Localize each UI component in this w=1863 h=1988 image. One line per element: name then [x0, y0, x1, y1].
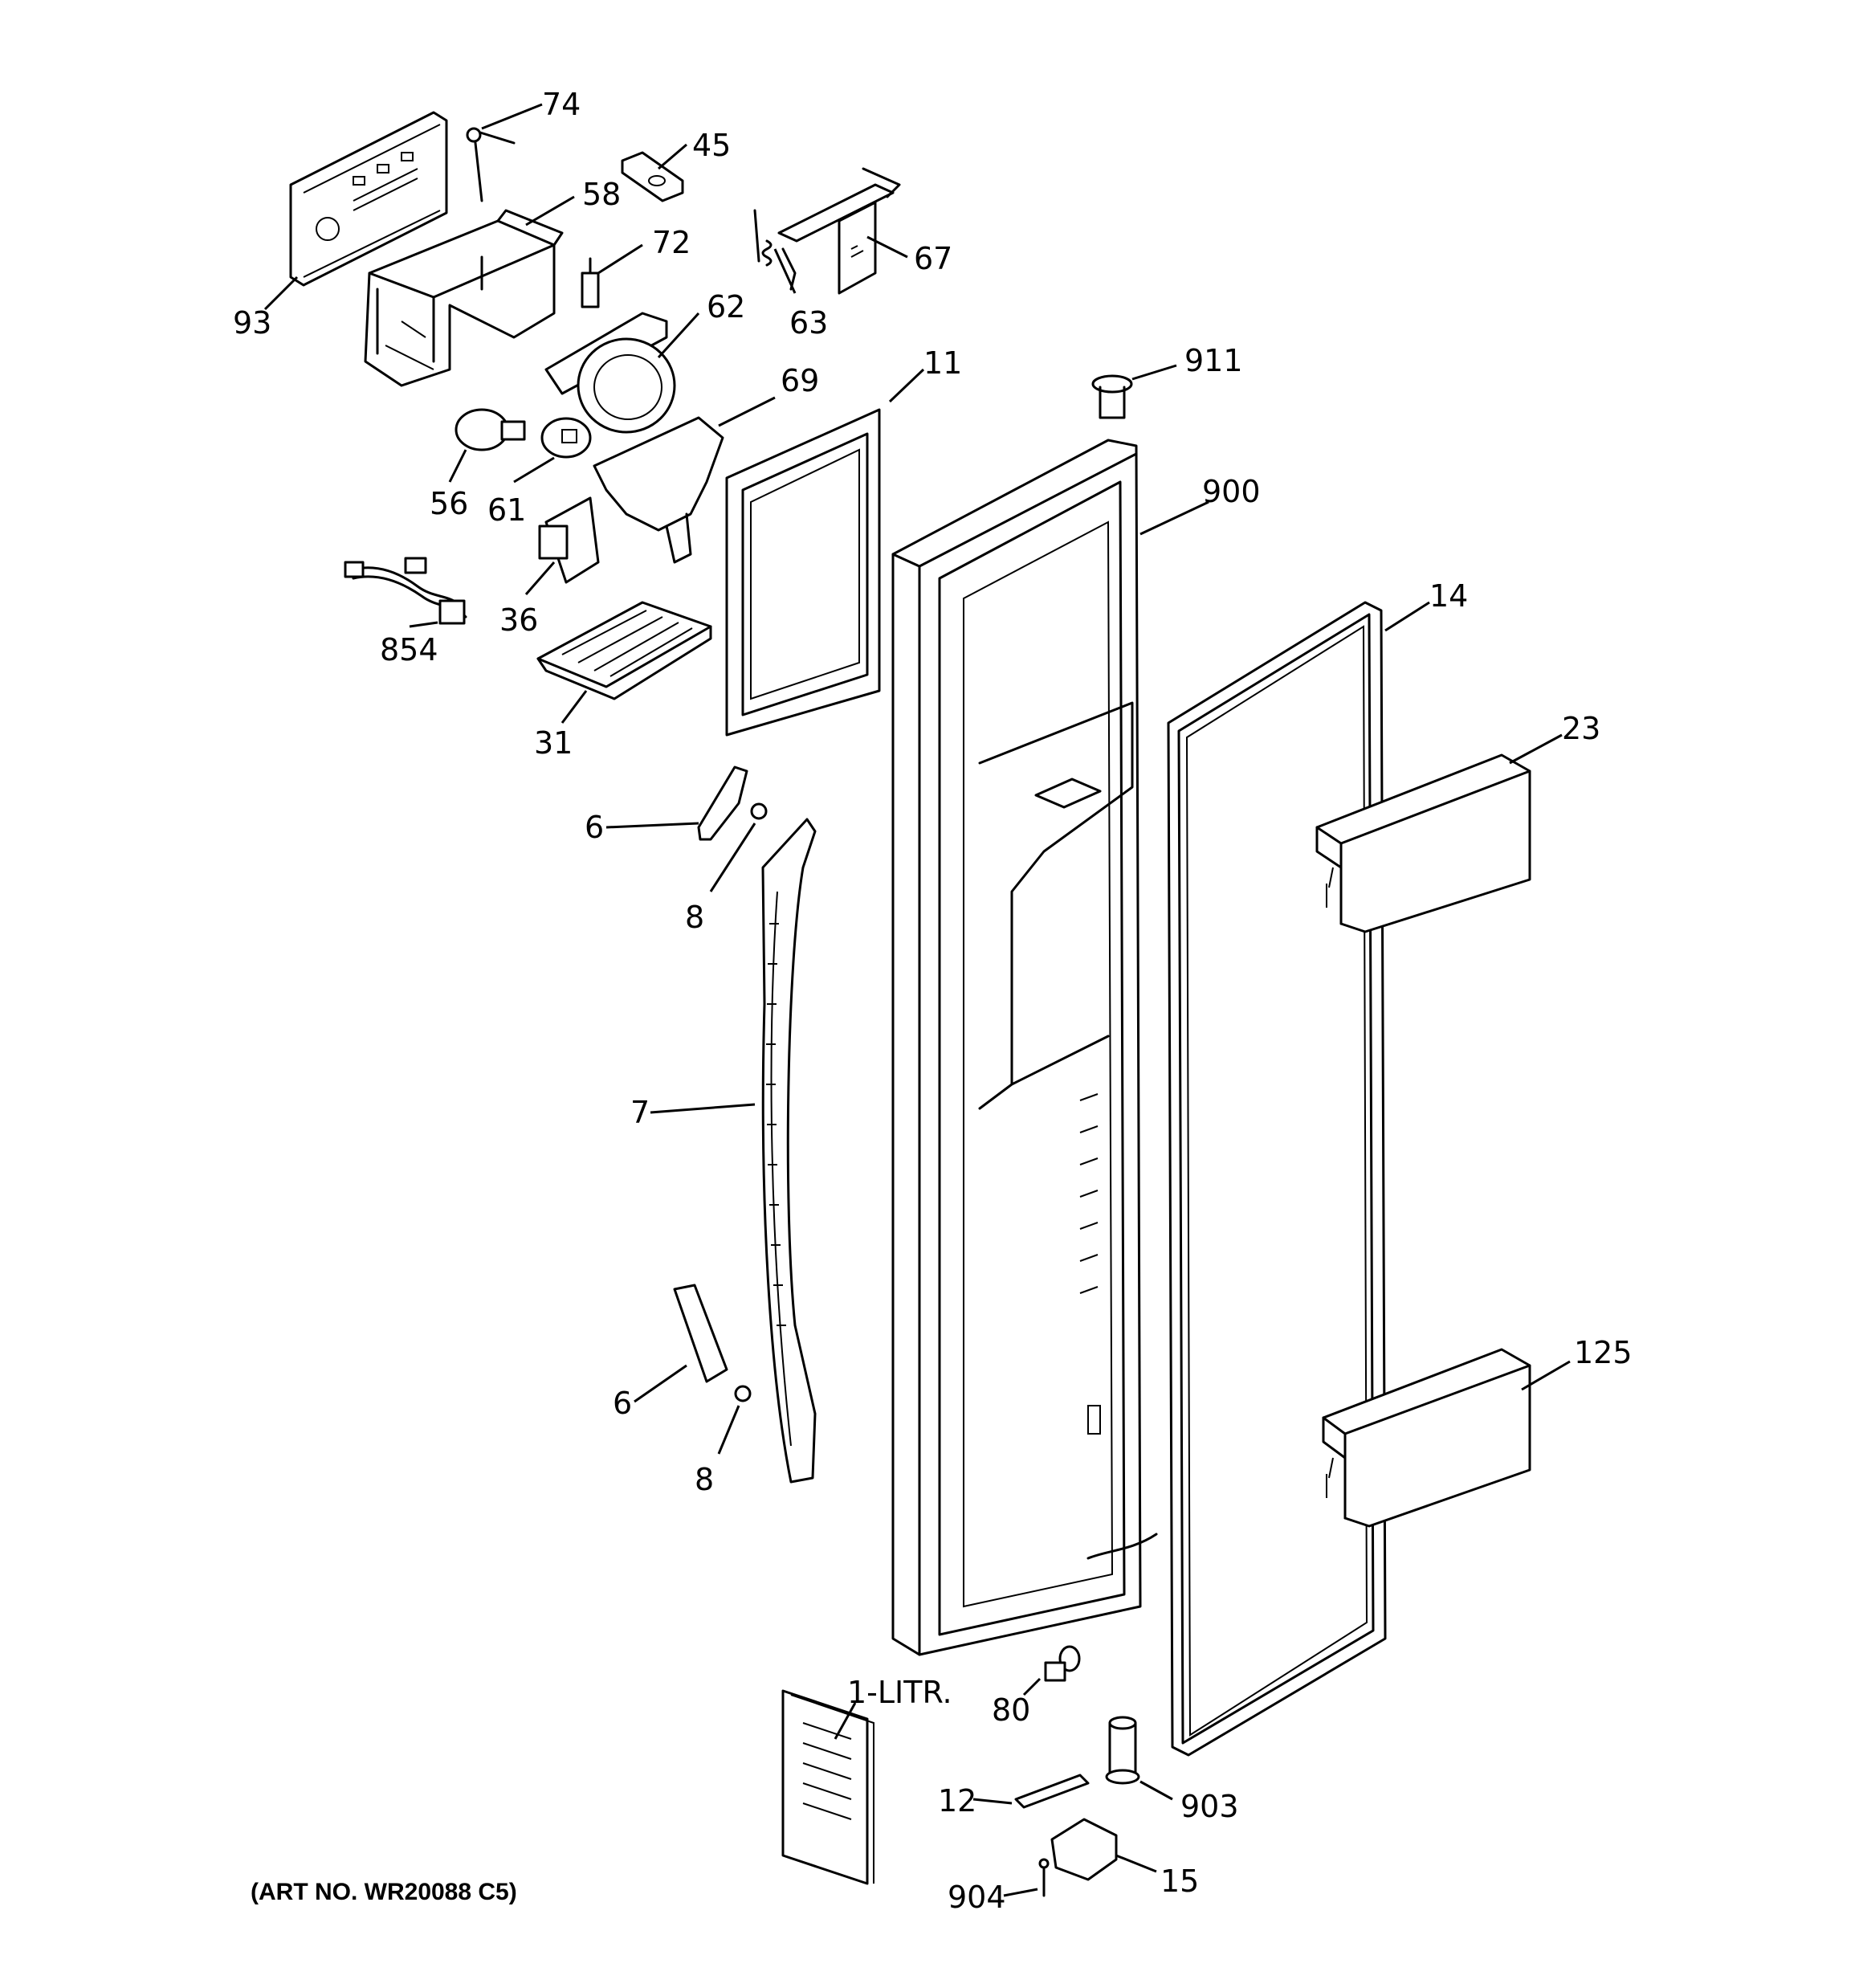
callout-67: 67	[914, 241, 952, 276]
part-7-handle	[761, 818, 817, 1484]
part-61-gear	[540, 417, 592, 459]
part-6-handle-cap-lower	[673, 1284, 728, 1383]
callout-labels: 74 45 58 72 67 63 93 62 911 11 69 900 56…	[233, 87, 1633, 1915]
callout-14: 14	[1429, 578, 1468, 614]
callout-69: 69	[781, 363, 819, 398]
part-15-hinge	[1050, 1818, 1118, 1881]
callout-7: 7	[630, 1095, 650, 1130]
callout-8: 8	[685, 900, 704, 935]
part-literature-booklet	[781, 1689, 874, 1885]
part-62-gear-ring	[544, 312, 676, 434]
part-69-chute	[593, 416, 724, 564]
part-900-door	[891, 439, 1158, 1656]
part-125-door-bin	[1322, 1348, 1531, 1528]
part-36-solenoid	[538, 496, 600, 584]
part-23-door-bin	[1315, 753, 1531, 933]
callout-900: 900	[1202, 474, 1261, 509]
callout-45: 45	[692, 128, 731, 163]
callout-6-lower: 6	[613, 1386, 632, 1421]
part-72-switch	[581, 257, 600, 308]
part-67-actuator	[777, 167, 901, 295]
part-903-hinge-pin	[1105, 1716, 1140, 1785]
callout-904: 904	[948, 1880, 1006, 1915]
part-74-spring	[466, 127, 516, 202]
callout-63: 63	[789, 305, 828, 341]
callout-93: 93	[233, 305, 271, 341]
callout-15: 15	[1160, 1863, 1199, 1899]
part-56-motor	[455, 408, 526, 451]
part-8-screw-lower	[734, 1385, 752, 1402]
part-11-frame	[725, 408, 881, 737]
part-45-bracket	[621, 151, 684, 202]
callout-72: 72	[652, 225, 691, 260]
callout-74: 74	[542, 87, 581, 122]
part-31-grille	[536, 601, 712, 700]
callout-23: 23	[1562, 711, 1600, 746]
callout-80: 80	[992, 1692, 1030, 1728]
callout-31: 31	[534, 725, 573, 761]
leader-lines	[263, 103, 1571, 1897]
art-number: (ART NO. WR20088 C5)	[251, 1879, 517, 1905]
callout-36: 36	[499, 602, 538, 638]
part-63-spring	[753, 209, 797, 291]
part-911-bushing	[1091, 374, 1133, 419]
part-854-harness	[344, 557, 467, 625]
part-58-dispenser-housing	[364, 209, 564, 387]
callout-61: 61	[487, 492, 526, 528]
callout-1-litr: 1-LITR.	[847, 1675, 952, 1710]
part-14-gasket	[1167, 601, 1387, 1757]
callout-903: 903	[1180, 1789, 1239, 1824]
part-80-plug	[1044, 1645, 1081, 1682]
callout-58: 58	[582, 177, 621, 212]
callout-62: 62	[707, 289, 745, 325]
callout-125: 125	[1574, 1335, 1633, 1370]
part-6-handle-cap	[697, 765, 748, 841]
callout-56: 56	[430, 486, 468, 521]
callout-12: 12	[938, 1783, 976, 1819]
part-93-control-panel	[289, 111, 448, 287]
part-12-bracket	[1014, 1774, 1090, 1809]
part-904-screw	[1038, 1858, 1050, 1897]
callout-6: 6	[585, 810, 604, 845]
callout-911: 911	[1184, 343, 1243, 378]
callout-8-lower: 8	[695, 1462, 714, 1497]
callout-854: 854	[380, 632, 438, 667]
callout-11: 11	[923, 345, 962, 381]
part-8-screw	[750, 802, 768, 820]
